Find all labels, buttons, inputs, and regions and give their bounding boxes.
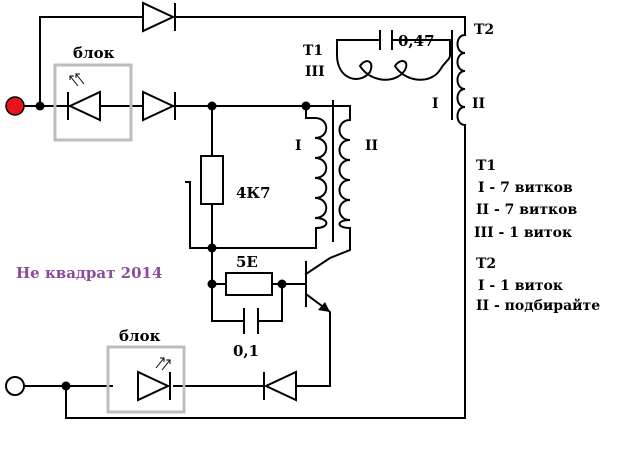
t1-winding-2-label: II <box>365 138 378 154</box>
resistor-5e-label: 5Е <box>236 253 258 271</box>
legend-t1-line3: III - 1 виток <box>474 225 572 241</box>
t2-winding-1-label: I <box>432 96 439 112</box>
resistor-4k7-label: 4К7 <box>236 184 271 202</box>
top-block-label: блок <box>73 44 115 62</box>
t1-label: Т1 <box>303 43 323 59</box>
series-diode <box>142 90 176 122</box>
top-diode <box>142 1 176 33</box>
positive-terminal <box>5 96 25 116</box>
capacitor-0-1-label: 0,1 <box>233 342 259 360</box>
legend-t1-title: Т1 <box>476 158 496 174</box>
t1-winding-1 <box>314 117 328 229</box>
negative-terminal <box>5 376 25 396</box>
resistor-4k7 <box>200 155 224 205</box>
legend-t2-title: Т2 <box>476 256 496 272</box>
watermark-text: Не квадрат 2014 <box>16 264 162 282</box>
transistor <box>318 302 330 312</box>
legend-t2-line2: II - подбирайте <box>476 297 600 314</box>
legend-t2-line1: I - 1 виток <box>478 278 563 294</box>
resistor-5e <box>225 272 273 296</box>
t2-winding-2 <box>456 34 466 126</box>
legend: Т1 I - 7 витков II - 7 витков III - 1 ви… <box>474 158 600 314</box>
t2-winding-2-label: II <box>472 96 485 112</box>
junction-dots <box>35 101 311 391</box>
t1-winding-2 <box>338 119 351 229</box>
capacitor-0-47 <box>379 30 393 50</box>
bottom-block-label: блок <box>119 327 161 345</box>
t2-label: Т2 <box>474 22 494 38</box>
bottom-led-block <box>106 345 186 414</box>
top-led-block <box>53 63 133 142</box>
capacitor-0-47-label: 0,47 <box>398 32 435 50</box>
legend-t1-line1: I - 7 витков <box>478 180 573 196</box>
t1-winding-1-label: I <box>295 138 302 154</box>
capacitor-0-1 <box>243 308 259 334</box>
bottom-diode <box>263 370 297 402</box>
t1-winding-3-label: III <box>305 64 325 80</box>
t1-winding-3 <box>336 54 451 81</box>
legend-t1-line2: II - 7 витков <box>476 202 578 218</box>
